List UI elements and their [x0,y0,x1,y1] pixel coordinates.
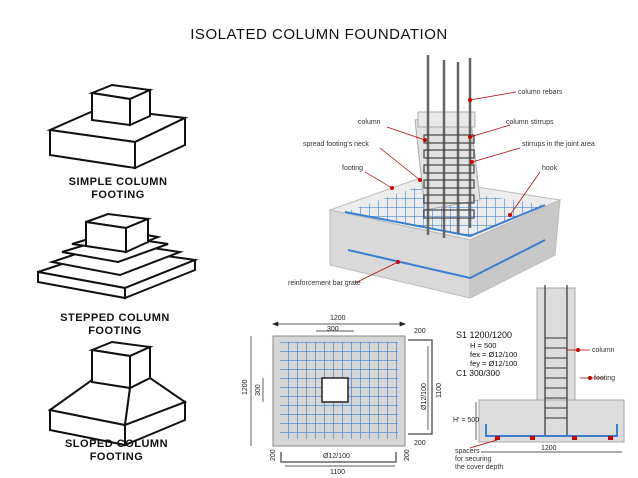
label-column-stirrups: column stirrups [506,119,554,126]
section-label-footing: footing [594,375,615,382]
dim-plan-side-1100: 1100 [436,383,443,398]
caption-simple-line1: SIMPLE COLUMN [68,176,168,188]
dim-plan-right-top: 200 [414,328,426,335]
label-joint-stirrups: stirrups in the joint area [522,141,595,148]
section-spacers-3: the cover depth [455,464,503,471]
caption-simple-footing: SIMPLE COLUMN FOOTING [38,176,198,202]
plan-bar-bottom: Ø12/100 [323,453,350,460]
caption-sloped-footing: SLOPED COLUMN FOOTING [34,438,199,464]
caption-simple-line2: FOOTING [91,189,145,201]
dim-plan-right-bottom: 200 [414,440,426,447]
isometric-footing-drawing: column rebars column column stirrups spr… [288,55,595,299]
section-spacers-1: spacers [455,448,480,455]
plan-bar-side: Ø12/100 [421,383,428,410]
dim-plan-left: 1200 [242,379,249,395]
spec-s1: S1 1200/1200 [456,330,512,340]
dim-plan-col: 300 [327,326,339,333]
stepped-footing-drawing [37,212,199,300]
caption-stepped-line1: STEPPED COLUMN [60,312,170,324]
label-neck: spread footing's neck [303,141,369,148]
dim-plan-top: 1200 [330,315,346,322]
spec-block: S1 1200/1200 H = 500 fex = Ø12/100 fey =… [456,330,517,378]
dim-plan-left-col: 300 [255,384,262,396]
dim-plan-left-200: 200 [270,449,277,461]
caption-stepped-line2: FOOTING [88,325,142,337]
spec-fey: fey = Ø12/100 [470,359,517,368]
simple-footing-drawing [46,83,189,170]
section-spacers-2: for securing [455,456,492,463]
caption-stepped-footing: STEPPED COLUMN FOOTING [30,312,200,338]
dim-plan-right-200: 200 [404,449,411,461]
label-footing: footing [342,165,363,172]
label-hook: hook [542,165,558,172]
dim-plan-bottom-1100: 1100 [330,469,345,476]
caption-sloped-line2: FOOTING [89,451,144,463]
section-h500: H' = 500 [453,417,479,424]
label-grate: reinforcement bar grate [288,280,361,287]
sloped-footing-drawing [47,340,188,447]
spec-h: H = 500 [470,341,496,350]
section-label-column: column [592,347,615,354]
caption-sloped-line1: SLOPED COLUMN [64,438,169,450]
section-dim-bottom: 1200 [541,445,557,452]
label-column-rebars: column rebars [518,89,563,96]
label-column: column [358,119,381,126]
spec-c1: C1 300/300 [456,368,500,378]
section-view-drawing: column footing H' = 500 1200 spacers for… [453,285,625,471]
plan-view-drawing: 1200 300 1200 300 200 Ø12/100 1100 200 Ø… [242,315,443,476]
spec-fex: fex = Ø12/100 [470,350,517,359]
page-title: ISOLATED COLUMN FOUNDATION [190,26,448,43]
